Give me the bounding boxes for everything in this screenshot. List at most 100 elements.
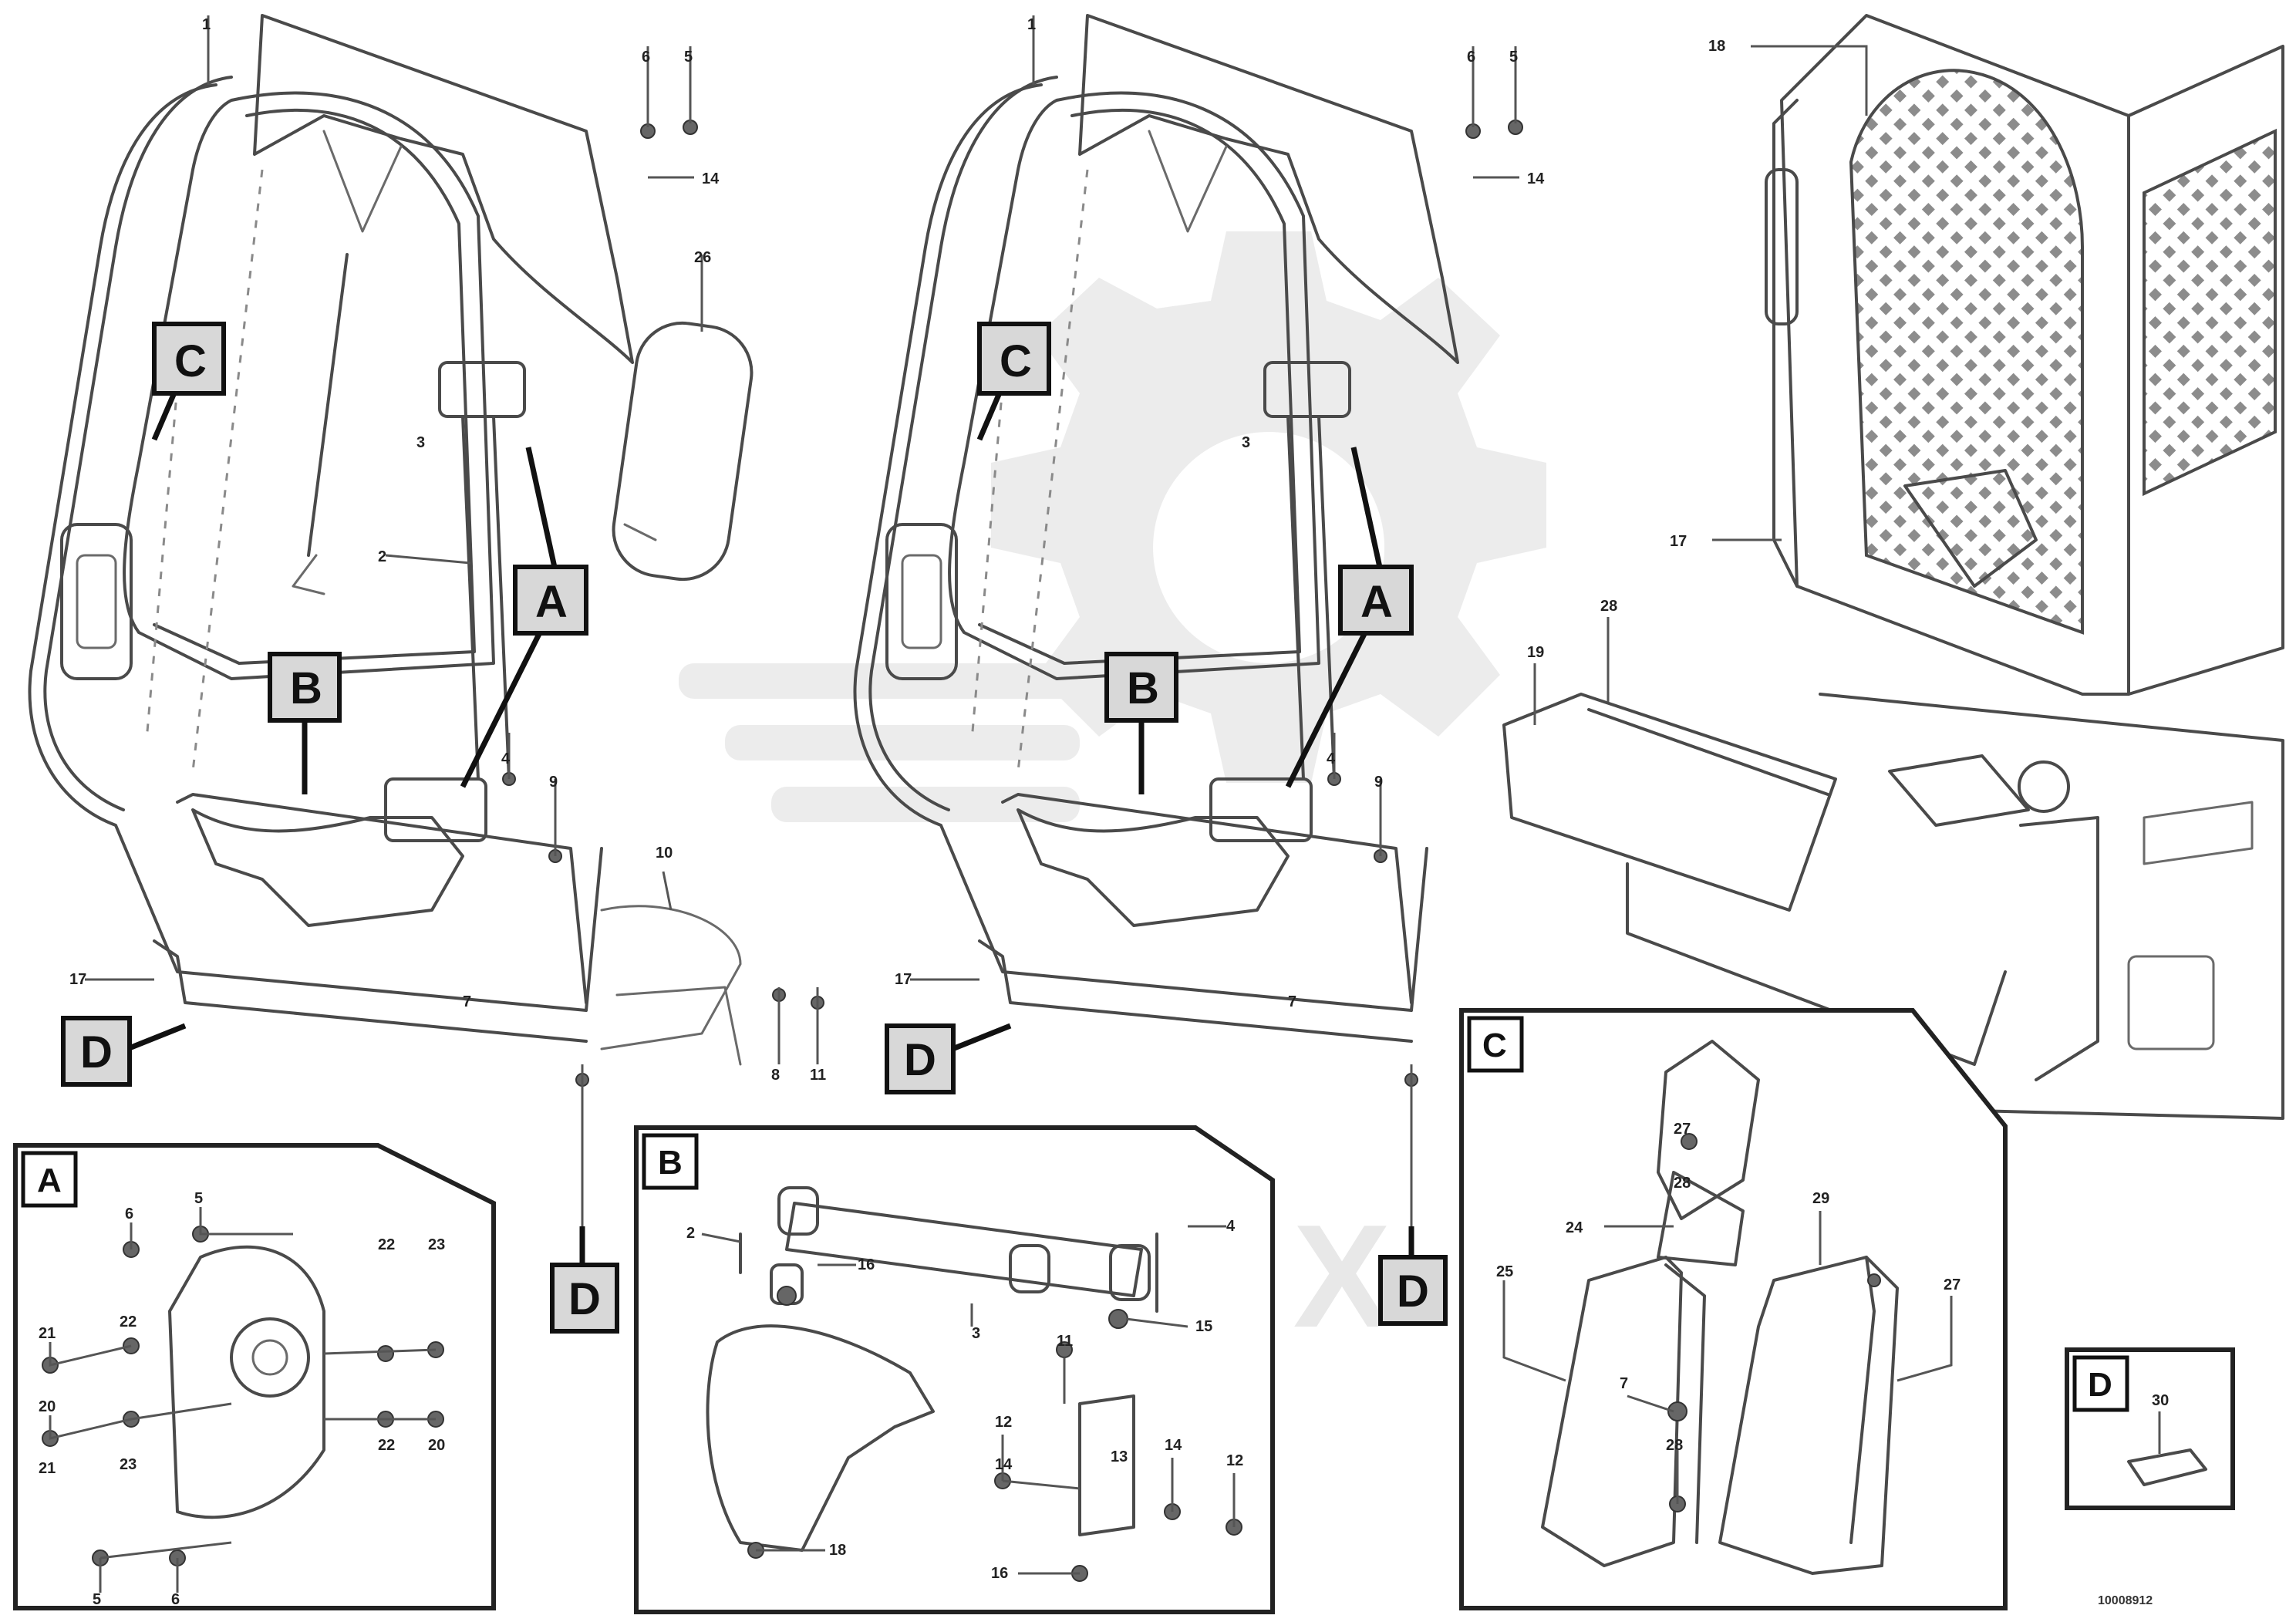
inset-a-tag — [21, 1151, 78, 1208]
inset-d-tag — [2072, 1355, 2129, 1412]
part-number: 10 — [656, 845, 673, 862]
part-number: 28 — [1674, 1175, 1691, 1192]
callout-d-lower-left[interactable]: D — [550, 1226, 619, 1334]
part-number: 9 — [1374, 774, 1383, 791]
inset-c-tag — [1467, 1016, 1524, 1073]
svg-text:B: B — [1127, 663, 1159, 713]
inset-b-label: B — [658, 1144, 683, 1182]
part-number: 6 — [125, 1206, 133, 1222]
part-number: 26 — [694, 249, 711, 266]
part-number: 24 — [1566, 1219, 1583, 1236]
part-number: 6 — [642, 49, 650, 66]
part-number: 7 — [1620, 1375, 1628, 1392]
watermark-gear-icon — [679, 231, 1546, 822]
svg-text:D: D — [568, 1274, 601, 1324]
callout-c-center[interactable]: C — [976, 322, 1051, 441]
part-number: 17 — [69, 971, 86, 988]
part-number: 2 — [378, 548, 386, 565]
callout-a-left[interactable]: A — [460, 447, 588, 788]
part-number: 22 — [378, 1437, 395, 1454]
callout-d-center[interactable]: D — [885, 1023, 1012, 1094]
part-number: 18 — [1708, 38, 1725, 55]
part-number: 18 — [829, 1542, 846, 1559]
callout-b-center[interactable]: B — [1104, 652, 1178, 794]
part-number: 14 — [1527, 170, 1545, 187]
part-number: 23 — [428, 1236, 445, 1253]
part-number: 16 — [991, 1565, 1008, 1582]
inset-c-label: C — [1482, 1027, 1507, 1064]
svg-text:D: D — [80, 1027, 113, 1077]
part-number: 5 — [684, 49, 693, 66]
inset-d-label: D — [2088, 1366, 2112, 1404]
part-number: 28 — [1600, 598, 1617, 615]
svg-text:A: A — [535, 577, 568, 627]
part-number: 15 — [1195, 1318, 1212, 1335]
part-number: 7 — [463, 993, 471, 1010]
part-number: 5 — [93, 1591, 101, 1608]
fastener-group-center — [1327, 120, 1523, 1087]
part-number: 16 — [858, 1256, 875, 1273]
part-number: 5 — [194, 1190, 203, 1207]
part-number: 29 — [1812, 1190, 1829, 1207]
part-number: 11 — [1057, 1333, 1073, 1350]
inset-b-tag — [642, 1133, 699, 1190]
part-number: 25 — [1496, 1263, 1513, 1280]
part-number: 5 — [1509, 49, 1518, 66]
part-number: 23 — [120, 1456, 137, 1473]
callout-b-left[interactable]: B — [268, 652, 342, 794]
callout-c-left[interactable]: C — [151, 322, 226, 441]
part-number: 4 — [1327, 750, 1336, 767]
inset-b: B 2 16 4 3 15 11 12 14 13 14 1 — [634, 1125, 1275, 1614]
callout-a-center[interactable]: A — [1285, 447, 1414, 788]
door-view-center: 1 6 5 14 3 4 9 17 7 C A B D — [853, 14, 1545, 1326]
part-number: 6 — [1467, 49, 1475, 66]
part-number: 4 — [501, 750, 511, 767]
part-number: 3 — [1242, 434, 1250, 451]
door-view-left: 1 6 5 14 26 3 2 4 9 10 17 7 8 11 C A B — [28, 14, 826, 1334]
inset-a: A 6 5 21 22 20 23 21 22 23 22 — [13, 1143, 496, 1610]
part-number: 28 — [1666, 1437, 1683, 1454]
part-number: 3 — [416, 434, 425, 451]
svg-text:A: A — [1360, 577, 1393, 627]
machine-view-right: 18 17 19 28 — [1502, 14, 2284, 1120]
inset-d: D 30 — [2065, 1347, 2235, 1510]
part-number: 14 — [995, 1456, 1013, 1473]
part-number: 27 — [1674, 1121, 1691, 1138]
part-number: 22 — [378, 1236, 395, 1253]
part-number: 20 — [39, 1398, 56, 1415]
part-number: 21 — [39, 1460, 56, 1477]
part-number: 30 — [2152, 1392, 2169, 1409]
part-number: 11 — [810, 1067, 826, 1084]
part-number: 20 — [428, 1437, 445, 1454]
part-number: 9 — [549, 774, 558, 791]
part-number: 14 — [1165, 1437, 1182, 1454]
part-number: 17 — [895, 971, 912, 988]
part-number: 12 — [1226, 1452, 1243, 1469]
part-number: 7 — [1288, 993, 1296, 1010]
part-number: 14 — [702, 170, 720, 187]
part-number: 1 — [1027, 16, 1036, 33]
part-number: 13 — [1111, 1448, 1128, 1465]
part-number: 8 — [771, 1067, 780, 1084]
part-number: 4 — [1226, 1218, 1236, 1235]
drawing-number: 10008912 — [2098, 1594, 2153, 1607]
inset-a-label: A — [37, 1162, 62, 1199]
part-number: 3 — [972, 1325, 980, 1342]
part-number: 1 — [202, 16, 211, 33]
part-number: 19 — [1527, 644, 1544, 661]
inset-c: C 27 28 24 25 29 27 7 28 — [1459, 1008, 2008, 1610]
part-number: 27 — [1944, 1276, 1961, 1293]
svg-text:C: C — [1000, 336, 1032, 386]
callout-d-left[interactable]: D — [61, 1016, 187, 1087]
svg-text:B: B — [290, 663, 322, 713]
part-number: 21 — [39, 1325, 56, 1342]
part-number: 17 — [1670, 533, 1687, 550]
part-number: 6 — [171, 1591, 180, 1608]
svg-text:C: C — [174, 336, 207, 386]
svg-text:D: D — [1397, 1266, 1429, 1317]
part-number: 2 — [686, 1225, 695, 1242]
callout-d-lower-center[interactable]: D — [1378, 1226, 1448, 1326]
part-number: 22 — [120, 1313, 137, 1330]
svg-text:D: D — [904, 1035, 936, 1085]
